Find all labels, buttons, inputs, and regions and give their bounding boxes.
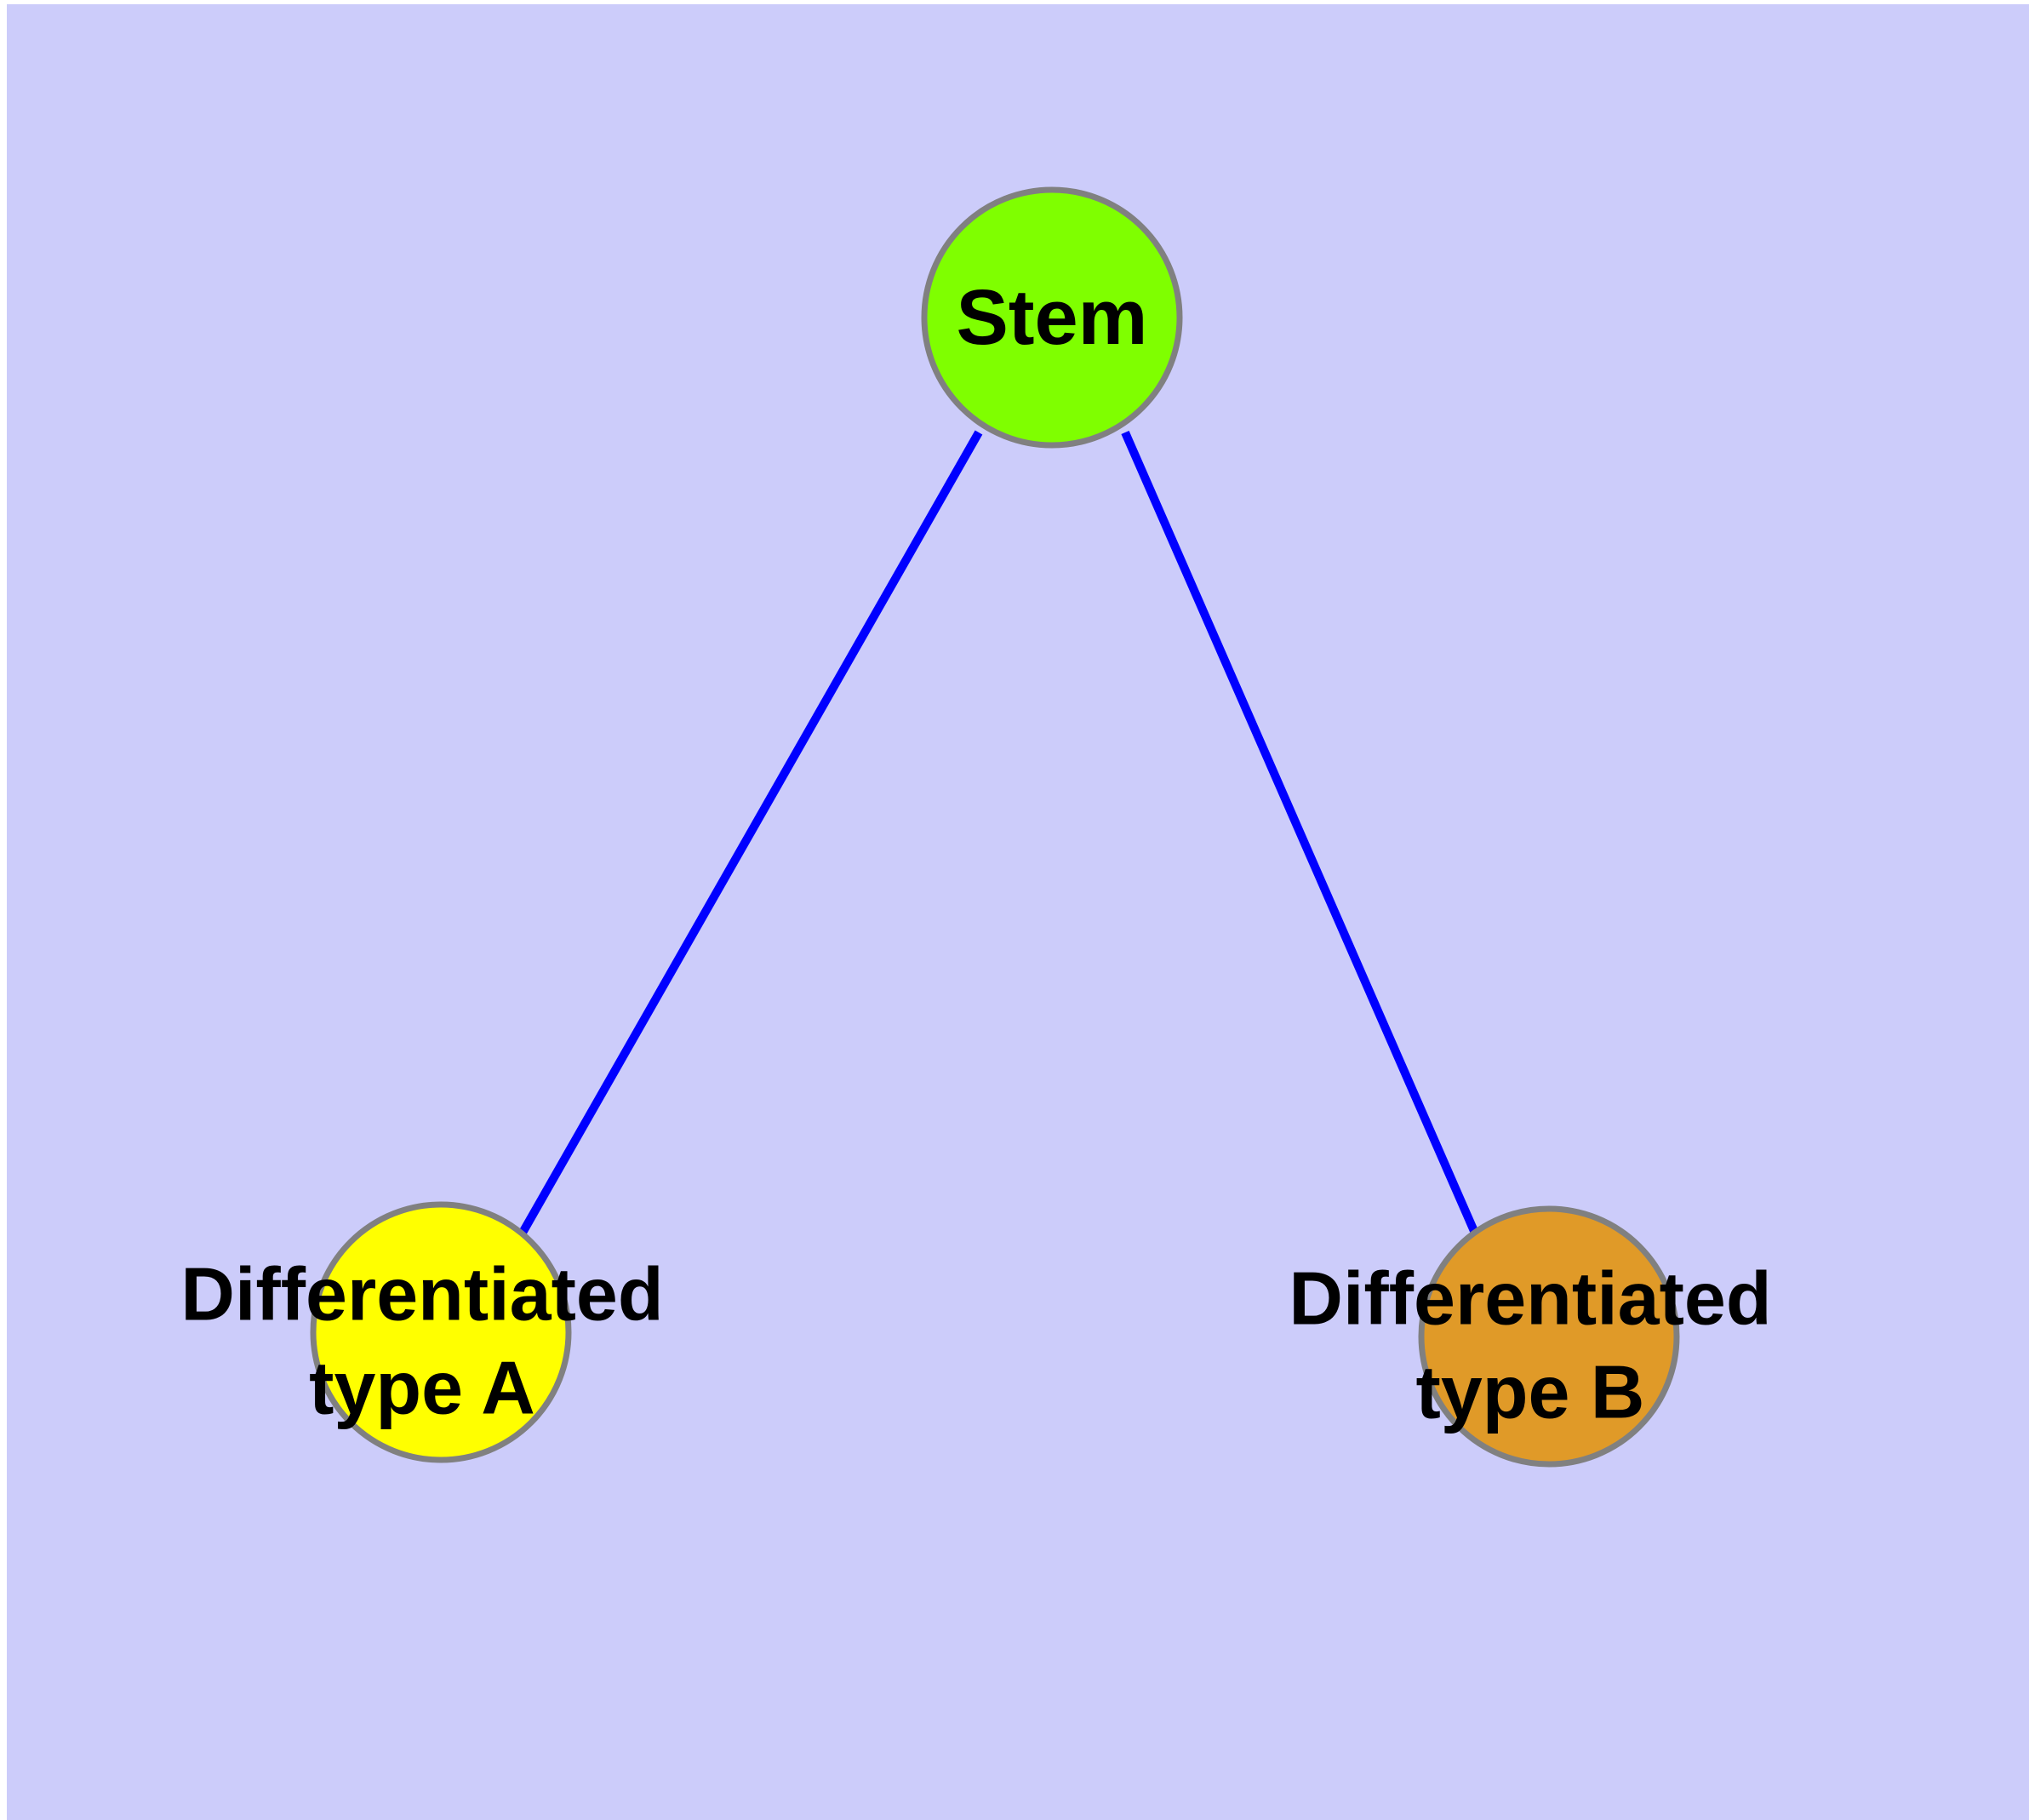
edges-group: [518, 430, 1481, 1239]
node-stem[interactable]: [921, 186, 1183, 449]
node-label-stem: Stem: [957, 274, 1148, 361]
node-label-type-b-line1: Differentiated: [1289, 1256, 1771, 1341]
node-differentiated-type-a[interactable]: [310, 1201, 572, 1463]
node-differentiated-type-b[interactable]: [1418, 1205, 1680, 1468]
nodes-group: [310, 186, 1680, 1468]
node-label-differentiated-type-b: Differentiated type B: [1289, 1256, 1771, 1434]
edge-stem-to-type-b[interactable]: [1121, 430, 1481, 1239]
node-label-type-a-line1: Differentiated: [180, 1252, 663, 1336]
node-label-type-a-line2: type A: [309, 1346, 535, 1430]
node-label-differentiated-type-a: Differentiated type A: [180, 1252, 663, 1430]
node-label-type-b-line2: type B: [1416, 1350, 1645, 1434]
edge-stem-to-type-a[interactable]: [518, 430, 983, 1235]
labels-group: Stem Differentiated type A Differentiate…: [180, 274, 1771, 1434]
